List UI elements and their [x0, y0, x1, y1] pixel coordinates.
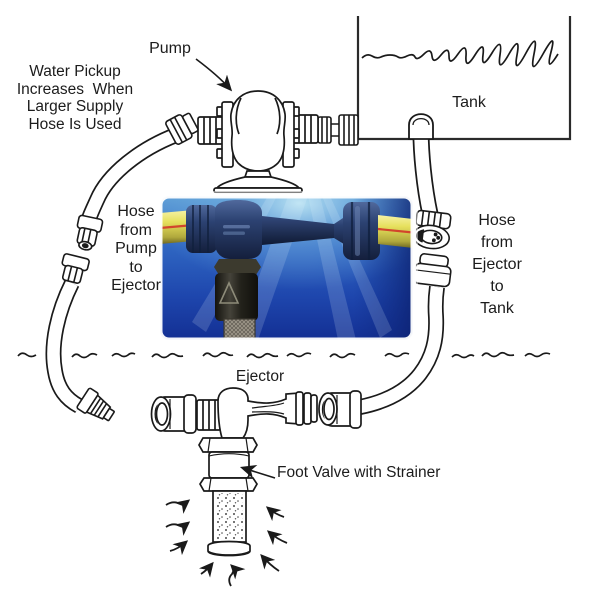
hose-coupler [61, 253, 90, 284]
hose-ejector-to-tank-label: Hose from Ejector to Tank [472, 212, 522, 317]
foot-valve-label-arrow [239, 464, 276, 479]
hose-end-fitting [76, 387, 115, 422]
photo-coupler-nut-left [186, 205, 217, 253]
pump-label-arrow [195, 58, 233, 92]
pump-label: Pump [149, 40, 191, 57]
hose-coupler [76, 214, 104, 251]
hose-pump-to-ejector-label: Hose from Pump to Ejector [111, 203, 161, 294]
ejector-outlet-coupler [318, 390, 362, 429]
ejector-label: Ejector [235, 368, 285, 385]
hose-coupler [412, 253, 452, 288]
ejector-tee-body [217, 387, 300, 439]
ejector-drawing [150, 387, 362, 439]
hose-coupler [412, 209, 452, 250]
foot-valve-drawing [198, 437, 258, 492]
waterline [17, 351, 551, 359]
tank-inlet-cap [408, 113, 434, 140]
photo-venturi-tube [262, 216, 334, 245]
hose-coupler [165, 112, 199, 145]
photo-inset [155, 191, 418, 345]
photo-triangle-badge [218, 281, 240, 304]
foot-valve-label: Foot Valve with Strainer [277, 464, 441, 481]
water-pickup-note: Water Pickup Increases When Larger Suppl… [16, 63, 134, 133]
photo-coupler-nut-right [343, 202, 380, 260]
hose-pump-side-lower [45, 253, 115, 422]
tank-drawing [356, 16, 572, 141]
inflow-arrows [165, 499, 288, 587]
tank-label: Tank [452, 94, 486, 111]
hose-pump-side-upper [76, 112, 199, 251]
hose-ejector-side [358, 253, 452, 415]
photo-ejector-body [215, 200, 262, 259]
hose-tank-side [408, 113, 452, 250]
tank-water-surface [361, 40, 559, 68]
pump-drawing [197, 90, 319, 194]
supply-hose-coupler [150, 394, 197, 434]
strainer-drawing [207, 490, 251, 557]
photo-strainer-mesh [223, 318, 256, 340]
photo-foot-valve [214, 259, 261, 275]
pump-to-tank-pipe [316, 114, 359, 146]
